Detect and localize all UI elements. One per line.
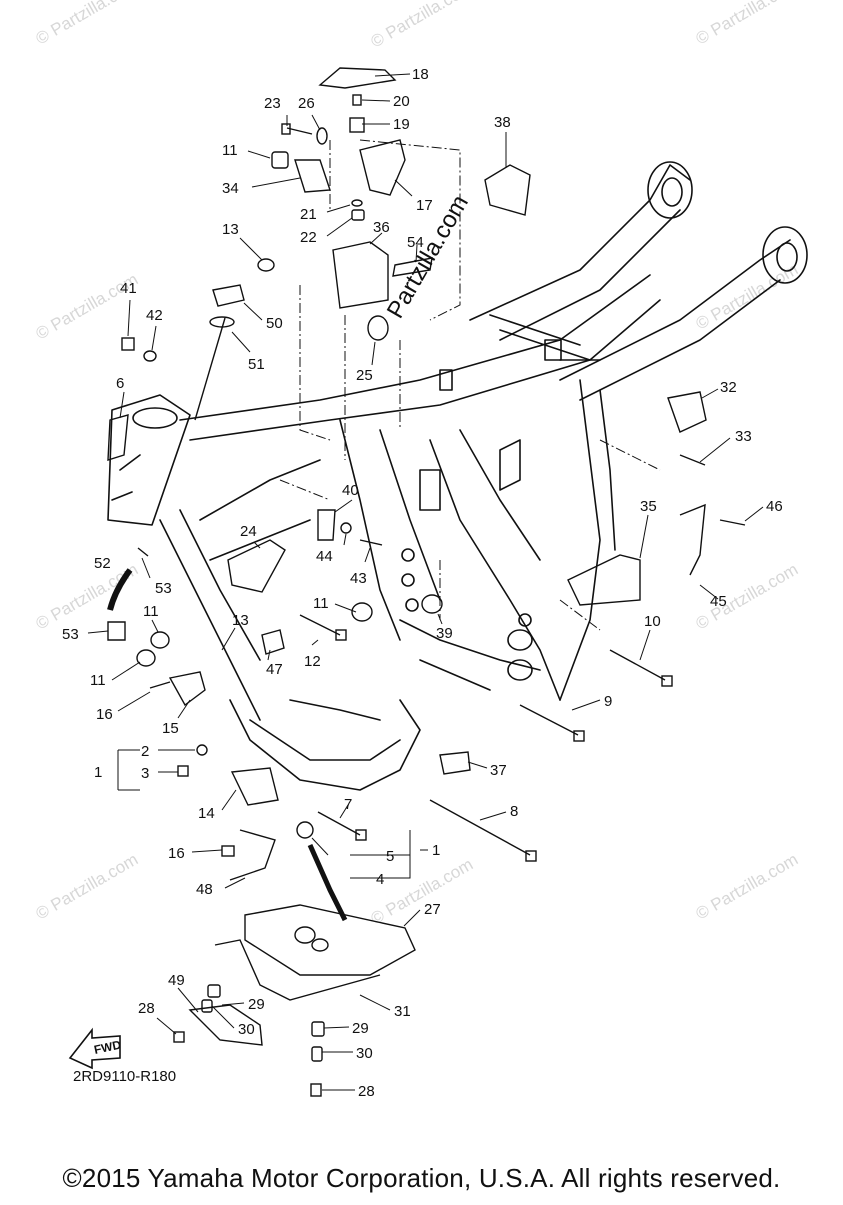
watermark: © Partzilla.com — [693, 560, 802, 634]
callout-26: 26 — [298, 95, 315, 112]
callout-11: 11 — [313, 595, 329, 612]
callout-12: 12 — [304, 653, 321, 670]
callout-52: 52 — [94, 555, 111, 572]
callout-42: 42 — [146, 307, 163, 324]
callout-34: 34 — [222, 180, 239, 197]
leader-lines — [87, 73, 764, 1091]
callout-22: 22 — [300, 229, 317, 246]
callout-41: 41 — [120, 280, 137, 297]
callout-18: 18 — [412, 66, 429, 83]
callout-44: 44 — [316, 548, 333, 565]
frame-assembly — [107, 161, 808, 791]
callout-25: 25 — [356, 367, 373, 384]
callout-28: 28 — [138, 1000, 155, 1017]
callout-54: 54 — [407, 234, 424, 251]
callout-10: 10 — [644, 613, 661, 630]
callout-16: 16 — [168, 845, 185, 862]
fwd-arrow-icon: FWD — [68, 1027, 123, 1070]
watermark: © Partzilla.com — [368, 0, 477, 51]
callout-13: 13 — [222, 221, 239, 238]
callout-labels: 18 20 19 23 26 11 34 17 21 22 38 13 36 5… — [62, 66, 783, 1100]
callout-32: 32 — [720, 379, 737, 396]
copyright-notice: ©2015 Yamaha Motor Corporation, U.S.A. A… — [62, 1163, 781, 1193]
callout-17: 17 — [416, 197, 433, 214]
watermark: © Partzilla.com — [33, 850, 142, 924]
watermark: © Partzilla.com — [693, 0, 802, 48]
callout-30: 30 — [356, 1045, 373, 1062]
callout-31: 31 — [394, 1003, 411, 1020]
guide-lines — [279, 139, 661, 631]
callout-50: 50 — [266, 315, 283, 332]
callout-39: 39 — [436, 625, 453, 642]
callout-53: 53 — [155, 580, 172, 597]
callout-11: 11 — [90, 672, 106, 689]
callout-11: 11 — [222, 142, 238, 159]
diagram-code: 2RD9110-R180 — [73, 1068, 177, 1085]
callout-51: 51 — [248, 356, 265, 373]
fwd-label: FWD — [93, 1037, 123, 1056]
callout-14: 14 — [198, 805, 215, 822]
watermark-layer: © Partzilla.com © Partzilla.com © Partzi… — [33, 0, 802, 928]
callout-6: 6 — [116, 375, 124, 392]
callout-21: 21 — [300, 206, 317, 223]
watermark: © Partzilla.com — [368, 855, 477, 929]
small-parts — [107, 67, 746, 1097]
callout-37: 37 — [490, 762, 507, 779]
bracket-18 — [318, 67, 397, 89]
callout-30: 30 — [238, 1021, 255, 1038]
callout-46: 46 — [766, 498, 783, 515]
callout-5: 5 — [386, 848, 394, 865]
callout-27: 27 — [424, 901, 441, 918]
callout-1: 1 — [94, 764, 102, 781]
callout-53: 53 — [62, 626, 79, 643]
callout-43: 43 — [350, 570, 367, 587]
head-pipe — [107, 394, 191, 526]
callout-1: 1 — [432, 842, 440, 859]
callout-19: 19 — [393, 116, 410, 133]
callout-8: 8 — [510, 803, 518, 820]
callout-4: 4 — [376, 871, 384, 888]
callout-24: 24 — [240, 523, 257, 540]
callout-29: 29 — [248, 996, 265, 1013]
callout-45: 45 — [710, 593, 727, 610]
callout-11: 11 — [143, 603, 159, 620]
callout-16: 16 — [96, 706, 113, 723]
callout-29: 29 — [352, 1020, 369, 1037]
callout-36: 36 — [373, 219, 390, 236]
watermark: © Partzilla.com — [33, 0, 142, 48]
callout-49: 49 — [168, 972, 185, 989]
callout-38: 38 — [494, 114, 511, 131]
callout-13: 13 — [232, 612, 249, 629]
callout-7: 7 — [344, 796, 352, 813]
callout-3: 3 — [141, 765, 149, 782]
callout-33: 33 — [735, 428, 752, 445]
callout-9: 9 — [604, 693, 612, 710]
callout-40: 40 — [342, 482, 359, 499]
callout-48: 48 — [196, 881, 213, 898]
callout-35: 35 — [640, 498, 657, 515]
callout-28: 28 — [358, 1083, 375, 1100]
callout-23: 23 — [264, 95, 281, 112]
watermark: © Partzilla.com — [693, 850, 802, 924]
callout-15: 15 — [162, 720, 179, 737]
callout-2: 2 — [141, 743, 149, 760]
callout-47: 47 — [266, 661, 283, 678]
callout-20: 20 — [393, 93, 410, 110]
